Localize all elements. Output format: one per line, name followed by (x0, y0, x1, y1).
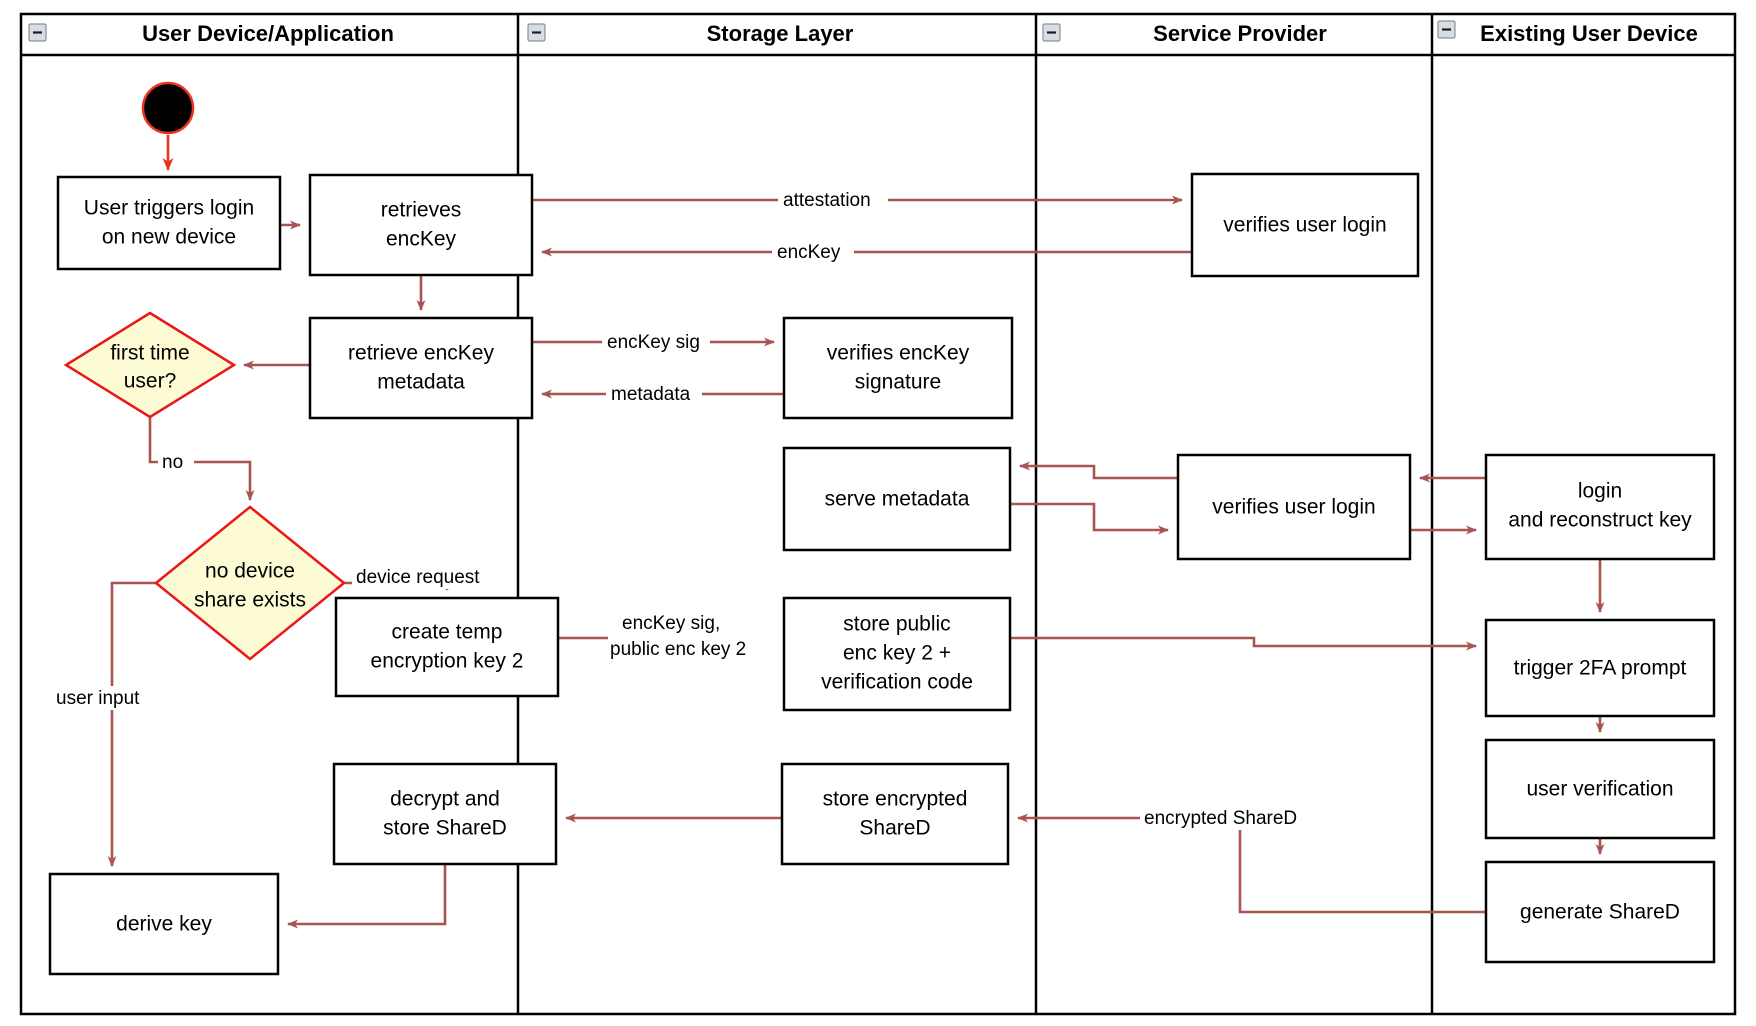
node-store-encrypted-shared[interactable]: store encrypted ShareD (780, 762, 1010, 866)
decision-no-device-share-exists[interactable]: no device share exists (154, 505, 346, 661)
collapse-minus-icon[interactable] (28, 23, 47, 42)
edge-label-user-input: user input (52, 686, 162, 710)
lane-title-service-provider: Service Provider (1153, 21, 1327, 46)
flow-servemeta-to-verify (1010, 502, 1169, 535)
node-label: trigger 2FA prompt (1514, 657, 1687, 680)
flow-verify-to-servemeta (1019, 461, 1178, 480)
edge-label-text: user input (56, 688, 140, 709)
edge-label-enckey-sig-public: encKey sig, public enc key 2 (608, 608, 776, 660)
lane-header-service-provider[interactable]: Service Provider (1042, 21, 1327, 46)
node-login-and-reconstruct-key[interactable]: login and reconstruct key (1484, 453, 1716, 561)
node-retrieve-enckey-metadata[interactable]: retrieve encKey metadata (308, 316, 534, 420)
edge-label-text: encKey sig (607, 332, 700, 353)
initial-node (141, 81, 195, 135)
node-label: verifies user login (1223, 214, 1386, 237)
node-label: retrieves (381, 199, 462, 222)
node-label: login (1578, 480, 1622, 503)
decision-label: share exists (194, 589, 306, 612)
node-verifies-user-login-1[interactable]: verifies user login (1190, 172, 1420, 278)
flow-storepub-to-2fa (1010, 636, 1477, 651)
lane-header-existing-user-device[interactable]: Existing User Device (1437, 20, 1698, 46)
lane-title-storage-layer: Storage Layer (707, 21, 854, 46)
node-label: user verification (1526, 778, 1673, 801)
edge-label-text: encKey sig, (622, 613, 720, 634)
edge-label-device-request: device request (352, 565, 502, 589)
node-verifies-user-login-2[interactable]: verifies user login (1176, 453, 1412, 561)
node-label: store ShareD (383, 817, 507, 840)
decision-first-time-user[interactable]: first time user? (63, 311, 237, 419)
node-label: and reconstruct key (1508, 509, 1692, 532)
node-label: verifies user login (1212, 496, 1375, 519)
node-label: encKey (386, 228, 457, 251)
node-label: store encrypted (823, 788, 968, 811)
edge-label-encrypted-shared: encrypted ShareD (1140, 806, 1322, 830)
lane-title-existing-user-device: Existing User Device (1480, 21, 1698, 46)
flow-user-input (107, 581, 156, 867)
node-label: metadata (377, 371, 465, 394)
lane-title-user-device: User Device/Application (142, 21, 394, 46)
flow-encrypted-shared (1017, 813, 1486, 914)
lane-header-user-device[interactable]: User Device/Application (28, 21, 394, 46)
node-label: signature (855, 371, 941, 394)
node-label: decrypt and (390, 788, 500, 811)
node-label: store public (843, 613, 950, 636)
node-label: create temp (392, 621, 503, 644)
node-label: serve metadata (825, 488, 970, 511)
node-label: encryption key 2 (371, 650, 524, 673)
edge-label-text: device request (356, 567, 480, 588)
edge-label-metadata: metadata (606, 382, 702, 406)
diagram-frame (19, 12, 1737, 1016)
edge-label-no: no (158, 450, 194, 474)
node-derive-key[interactable]: derive key (48, 872, 280, 976)
node-store-public-enc-key-2[interactable]: store public enc key 2 + verification co… (782, 596, 1012, 712)
edge-label-text: no (162, 452, 183, 473)
edge-label-text: public enc key 2 (610, 639, 746, 660)
node-trigger-2fa-prompt[interactable]: trigger 2FA prompt (1484, 618, 1716, 718)
lane-header-storage-layer[interactable]: Storage Layer (527, 21, 854, 46)
node-label: User triggers login (84, 197, 254, 220)
decision-label: no device (205, 560, 295, 583)
node-user-triggers-login[interactable]: User triggers login on new device (56, 175, 282, 271)
edge-label-enckey: encKey (772, 240, 854, 264)
edge-label-text: metadata (611, 384, 691, 405)
edge-label-text: encrypted ShareD (1144, 808, 1297, 829)
node-label: on new device (102, 226, 236, 249)
node-label: retrieve encKey (348, 342, 494, 365)
collapse-minus-icon[interactable] (1042, 23, 1061, 42)
node-generate-shared[interactable]: generate ShareD (1484, 860, 1716, 964)
node-label: verification code (821, 671, 973, 694)
node-retrieves-enckey[interactable]: retrieves encKey (308, 173, 534, 277)
node-verifies-enckey-signature[interactable]: verifies encKey signature (782, 316, 1014, 420)
decision-label: first time (110, 342, 189, 365)
edge-label-attestation: attestation (778, 188, 888, 212)
edge-label-text: attestation (783, 190, 871, 211)
node-label: generate ShareD (1520, 901, 1680, 924)
edge-label-text: encKey (777, 242, 841, 263)
node-label: derive key (116, 913, 212, 936)
node-serve-metadata[interactable]: serve metadata (782, 446, 1012, 552)
node-label: enc key 2 + (843, 642, 951, 665)
node-decrypt-and-store-shared[interactable]: decrypt and store ShareD (332, 762, 558, 866)
node-user-verification[interactable]: user verification (1484, 738, 1716, 840)
flow-no-branch (148, 417, 255, 501)
node-create-temp-encryption-key-2[interactable]: create temp encryption key 2 (334, 596, 560, 698)
edge-label-enckey-sig: encKey sig (602, 330, 710, 354)
decision-label: user? (124, 370, 177, 393)
flow-decrypt-to-derive (287, 864, 447, 929)
collapse-minus-icon[interactable] (527, 23, 546, 42)
node-label: verifies encKey (827, 342, 970, 365)
node-label: ShareD (859, 817, 930, 840)
collapse-minus-icon[interactable] (1437, 20, 1456, 39)
